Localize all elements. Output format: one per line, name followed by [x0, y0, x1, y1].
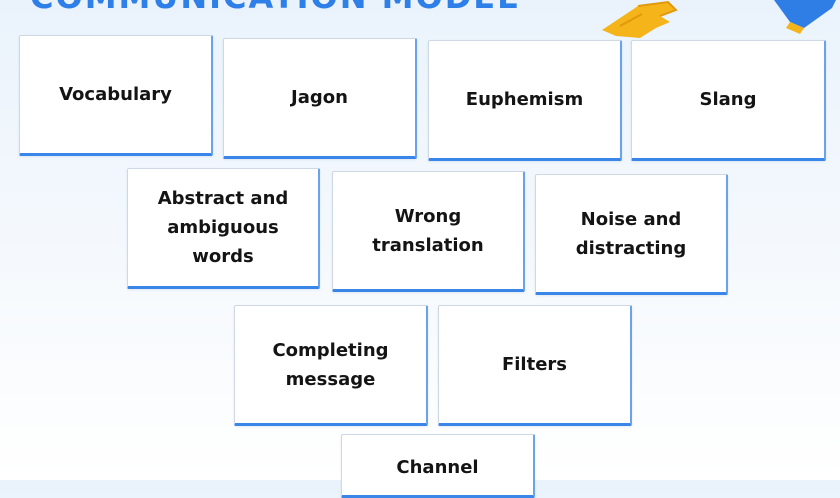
card-channel: Channel: [341, 434, 535, 498]
card-euphemism: Euphemism: [428, 40, 622, 161]
card-label: Completing message: [272, 339, 389, 390]
card-abstract-ambiguous-words: Abstract and ambiguous words: [127, 168, 320, 289]
card-label: Wrong translation: [372, 205, 484, 256]
card-vocabulary: Vocabulary: [19, 35, 213, 156]
card-label: Euphemism: [465, 89, 584, 110]
card-label: Noise and distracting: [575, 208, 687, 259]
pointing-hand-icon: [602, 0, 678, 38]
card-jagon: Jagon: [223, 38, 417, 159]
card-label: Channel: [396, 457, 479, 478]
card-label: Slang: [699, 89, 757, 110]
card-filters: Filters: [438, 305, 632, 426]
megaphone-icon: [774, 0, 836, 34]
diagram-title: COMMUNICATION MODEL: [30, 0, 520, 16]
card-label: Filters: [501, 354, 568, 375]
card-slang: Slang: [631, 40, 826, 161]
card-label: Jagon: [291, 87, 348, 108]
card-noise-distracting: Noise and distracting: [535, 174, 728, 295]
card-wrong-translation: Wrong translation: [332, 171, 525, 292]
card-label: Abstract and ambiguous words: [157, 188, 289, 267]
card-completing-message: Completing message: [234, 305, 428, 426]
card-label: Vocabulary: [59, 84, 172, 105]
